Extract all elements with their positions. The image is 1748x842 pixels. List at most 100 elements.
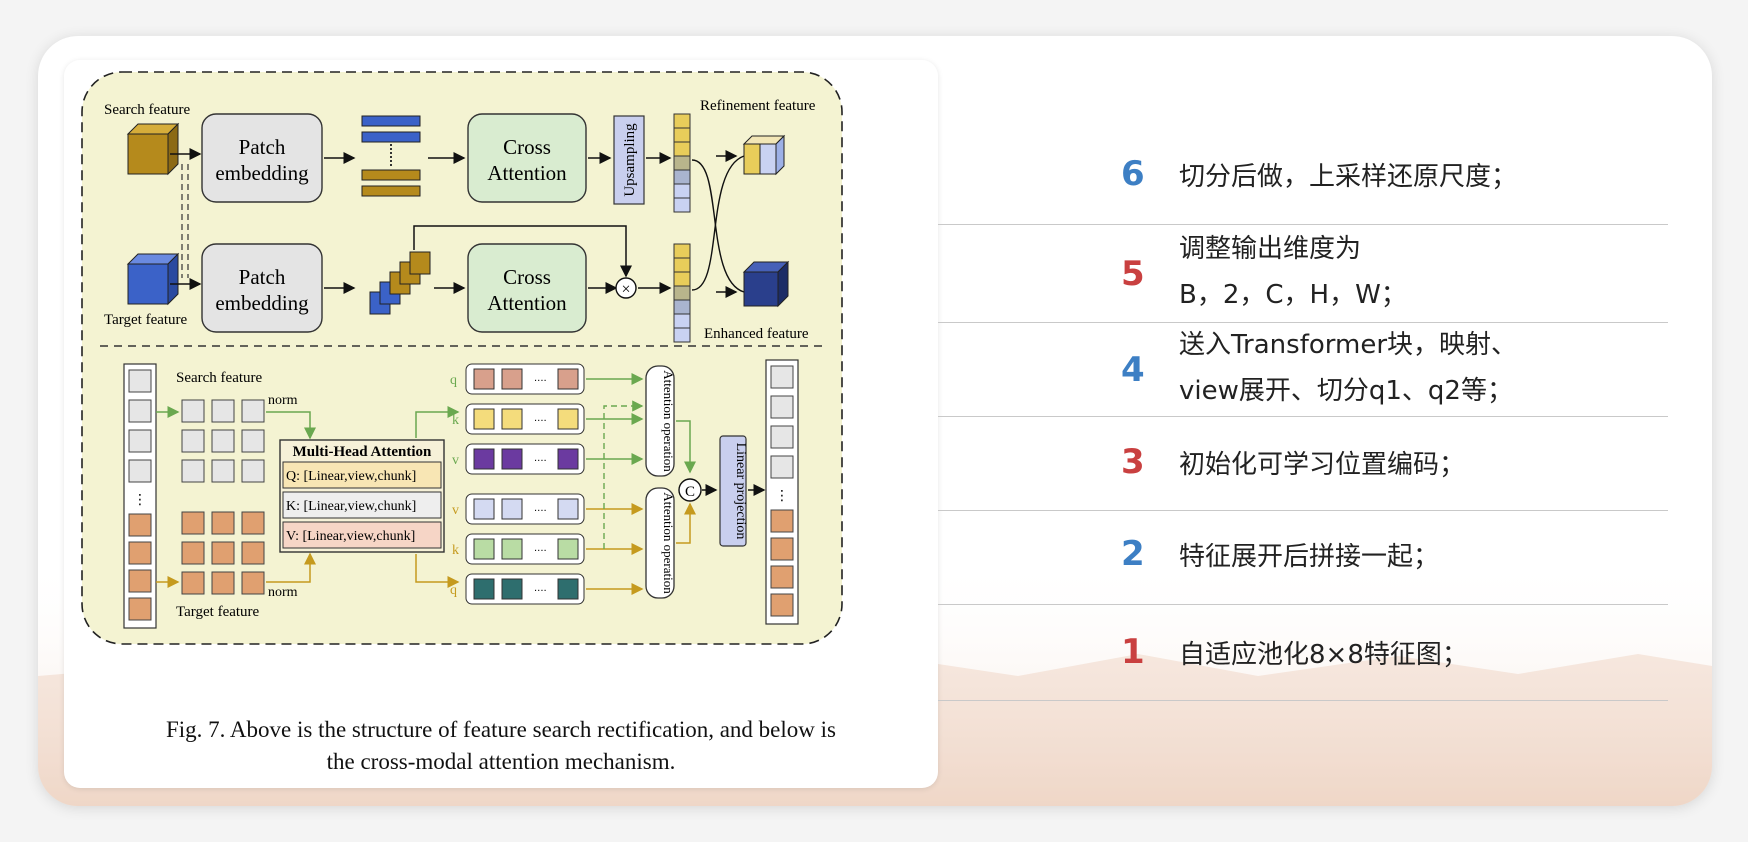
patch-embedding-box-bottom [201, 243, 323, 333]
input-token-cells: ⋮ [128, 369, 152, 621]
mha-k-row: K: [Linear,view,chunk] [286, 499, 416, 514]
step-text: 特征展开后拼接一起； [1179, 534, 1599, 580]
cross-label-bottom: Cross [503, 265, 551, 289]
step-number: 6 [1121, 154, 1145, 194]
caption-line-1: Fig. 7. Above is the structure of featur… [166, 717, 836, 742]
concat-node [678, 478, 702, 502]
step-item-6: 6 切分后做，上采样还原尺度； [938, 126, 1668, 225]
embedding-label-top: embedding [215, 161, 309, 185]
attention-operation-label-top: Attention operation [661, 370, 676, 472]
feature-column-bottom [673, 243, 691, 343]
patch-label-bottom: Patch [239, 265, 286, 289]
enhanced-feature-cube-icon [742, 260, 790, 308]
output-token-cells: ⋮ [770, 365, 794, 617]
svg-text:····: ···· [534, 506, 547, 517]
attention-label-bottom: Attention [487, 291, 567, 315]
step-number: 3 [1121, 442, 1145, 482]
step-text: 调整输出维度为 B，2，C，H，W； [1179, 226, 1599, 318]
norm-label-top: norm [268, 393, 298, 408]
svg-text:····: ···· [534, 416, 547, 427]
concat-symbol: C [685, 484, 695, 500]
patch-embedding-box-top [201, 113, 323, 203]
upsampling-box [613, 115, 645, 205]
search-feature-label: Search feature [104, 102, 191, 118]
step-text-line: view展开、切分q1、q2等； [1179, 376, 1513, 406]
search-feature-cube-icon [126, 122, 180, 176]
figure-caption: Fig. 7. Above is the structure of featur… [64, 714, 938, 778]
step-text: 送入Transformer块，映射、 view展开、切分q1、q2等； [1179, 322, 1599, 414]
norm-label-bottom: norm [268, 585, 298, 600]
attention-operation-label-bottom: Attention operation [661, 492, 676, 594]
linear-projection-box [719, 435, 747, 547]
k-label-bottom: k [452, 543, 459, 558]
step-item-1: 1 自适应池化8×8特征图； [938, 604, 1668, 701]
divider [938, 604, 1668, 605]
upsampling-label: Upsampling [622, 123, 638, 197]
feature-column-top [673, 113, 691, 213]
divider [938, 700, 1668, 701]
step-text-line: 调整输出维度为 [1179, 234, 1362, 264]
divider [938, 510, 1668, 511]
attention-label-top: Attention [487, 161, 567, 185]
step-number: 2 [1121, 534, 1145, 574]
step-text-line: 初始化可学习位置编码； [1179, 450, 1466, 480]
divider [938, 322, 1668, 323]
cross-attention-box-top [467, 113, 587, 203]
target-token-grid [181, 511, 265, 595]
step-text: 自适应池化8×8特征图； [1179, 632, 1599, 678]
bottom-search-feature-label: Search feature [176, 370, 263, 386]
v-label-bottom: v [452, 503, 459, 518]
refinement-feature-label: Refinement feature [700, 98, 816, 114]
step-number: 1 [1121, 632, 1145, 672]
k-token-row-top: ···· [465, 403, 585, 435]
attention-operation-box-bottom [645, 487, 675, 599]
svg-text:⋮: ⋮ [775, 488, 789, 504]
caption-line-2: the cross-modal attention mechanism. [326, 749, 676, 774]
mha-title: Multi-Head Attention [293, 444, 432, 460]
step-number: 4 [1121, 350, 1145, 390]
target-feature-cube-icon [126, 252, 180, 306]
bottom-target-feature-label: Target feature [176, 604, 260, 620]
embedding-label-bottom: embedding [215, 291, 309, 315]
slide-card: Search feature Target feature Patch embe… [38, 36, 1712, 806]
step-item-3: 3 初始化可学习位置编码； [938, 416, 1668, 511]
step-number: 5 [1121, 254, 1145, 294]
mha-v-row: V: [Linear,view,chunk] [286, 529, 415, 544]
multiply-node [615, 277, 637, 299]
k-label-top: k [452, 413, 459, 428]
step-text-line: 切分后做，上采样还原尺度； [1179, 162, 1518, 192]
cross-attention-box-bottom [467, 243, 587, 333]
svg-text:····: ···· [534, 376, 547, 387]
svg-text:····: ···· [534, 546, 547, 557]
enhanced-feature-label: Enhanced feature [704, 326, 809, 342]
token-cubes-bottom [369, 251, 431, 315]
q-token-row-bottom: ···· [465, 573, 585, 605]
v-token-row-top: ···· [465, 443, 585, 475]
svg-text:⋮: ⋮ [133, 492, 147, 508]
multiply-symbol: × [621, 281, 630, 298]
attention-operation-box-top [645, 365, 675, 477]
divider [938, 416, 1668, 417]
svg-text:····: ···· [534, 456, 547, 467]
step-item-5: 5 调整输出维度为 B，2，C，H，W； [938, 224, 1668, 323]
figure-diagram: Search feature Target feature Patch embe… [81, 71, 843, 645]
token-stack-top [361, 115, 421, 197]
target-feature-label: Target feature [104, 312, 188, 328]
step-text: 初始化可学习位置编码； [1179, 442, 1599, 488]
patch-label-top: Patch [239, 135, 286, 159]
step-item-2: 2 特征展开后拼接一起； [938, 510, 1668, 605]
q-token-row-top: ···· [465, 363, 585, 395]
step-text-line: 自适应池化8×8特征图； [1179, 640, 1468, 670]
k-token-row-bottom: ···· [465, 533, 585, 565]
linear-projection-label: Linear projection [733, 443, 748, 540]
q-label-bottom: q [450, 583, 457, 598]
step-text-line: 送入Transformer块，映射、 [1179, 330, 1518, 360]
v-token-row-bottom: ···· [465, 493, 585, 525]
refinement-feature-icon [742, 134, 786, 176]
divider [938, 224, 1668, 225]
step-text-line: 特征展开后拼接一起； [1179, 542, 1440, 572]
svg-text:····: ···· [534, 586, 547, 597]
q-label-top: q [450, 373, 457, 388]
mha-q-row: Q: [Linear,view,chunk] [286, 469, 416, 484]
cross-label-top: Cross [503, 135, 551, 159]
